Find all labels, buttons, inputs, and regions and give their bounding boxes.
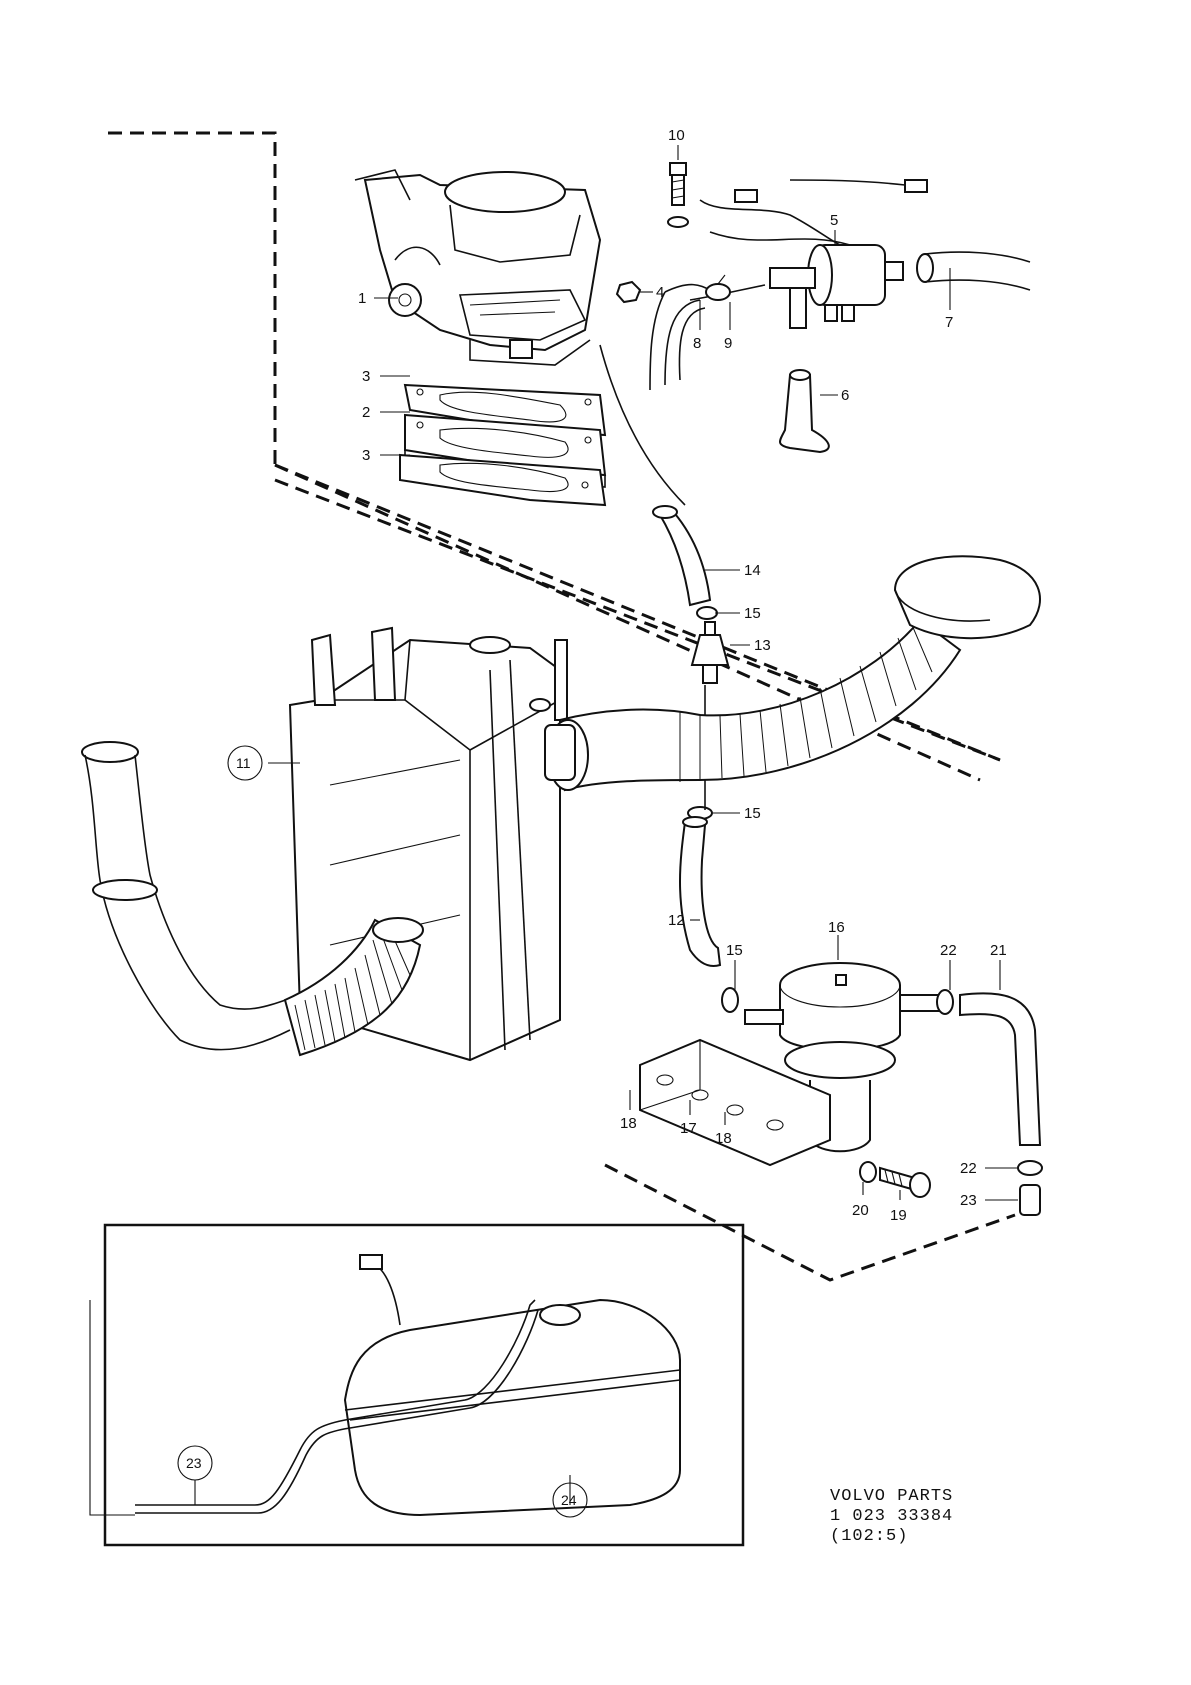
callout-15-lower: 15 [726,942,743,959]
callout-17: 17 [680,1120,697,1137]
callout-11: 11 [236,755,251,771]
callout-labels: 1 2 3 3 4 5 6 7 8 9 10 11 12 13 14 15 15… [177,127,1007,1518]
callout-11-circle [227,745,263,781]
callout-9: 9 [724,335,732,352]
inset-connector-line [89,1300,135,1516]
hose-left [649,283,766,391]
callout-18-right: 18 [715,1130,732,1147]
fuel-vent-pipe [135,1299,539,1514]
hose-clamp-9 [705,274,731,301]
callout-19: 19 [890,1207,907,1224]
fuel-tank-inset-frame [103,1223,745,1547]
callout-14: 14 [744,562,761,579]
hose-12 [679,685,722,968]
callout-23-inset: 23 [186,1455,202,1471]
callout-8: 8 [693,335,701,352]
carb-gasket-lower [399,453,607,507]
hose-clamp-22-lower [1017,1160,1043,1176]
callout-23-circle [177,1445,213,1481]
valve-bracket [639,1038,831,1167]
bolt-19 [879,1166,931,1198]
hose-clamp-22-upper [936,989,954,1015]
leader-lines [194,145,1018,1505]
callout-4: 4 [656,284,664,301]
hose-connector [1019,1184,1041,1216]
callout-3-lower: 3 [362,447,370,464]
part-number-block: VOLVO PARTS 1 023 33384 (102:5) [830,1487,953,1546]
hose-clamp-15-upper [696,606,718,620]
footer-line-2: 1 023 33384 [830,1507,953,1526]
washer-20 [859,1161,877,1183]
callout-12: 12 [668,912,685,929]
callout-16: 16 [828,919,845,936]
callout-22-lower: 22 [960,1160,977,1177]
intake-hose-left-corrugated [283,917,424,1057]
footer-line-3: (102:5) [830,1527,908,1546]
washer [667,216,689,228]
callout-15-upper: 15 [744,605,761,622]
carburettor [354,169,602,366]
callout-24: 24 [561,1492,577,1508]
hose-right [916,251,1031,291]
callout-13: 13 [754,637,771,654]
callout-20: 20 [852,1202,869,1219]
check-valve [690,621,730,684]
intake-hose-left [81,741,301,1051]
callout-15-middle: 15 [744,805,761,822]
hose-14 [599,344,712,607]
callout-3-upper: 3 [362,368,370,385]
callout-22-upper: 22 [940,942,957,959]
callout-6: 6 [841,387,849,404]
callout-21: 21 [990,942,1007,959]
callout-1: 1 [358,290,366,307]
hose-clamp-15-lower [721,987,739,1013]
callout-5: 5 [830,212,838,229]
nut [615,280,642,304]
callout-10: 10 [668,127,685,144]
lower-group-outline [604,1163,1016,1282]
hose-21 [959,992,1042,1146]
bolt [669,162,687,206]
callout-23-upper: 23 [960,1192,977,1209]
callout-18-left: 18 [620,1115,637,1132]
footer-line-1: VOLVO PARTS [830,1487,953,1506]
fuel-tank [343,1254,681,1517]
solenoid-valve [699,179,928,329]
callout-2: 2 [362,404,370,421]
intake-hose-right-corrugated [544,555,1041,792]
elbow-hose [779,369,830,454]
callout-24-circle [552,1482,588,1518]
callout-7: 7 [945,314,953,331]
